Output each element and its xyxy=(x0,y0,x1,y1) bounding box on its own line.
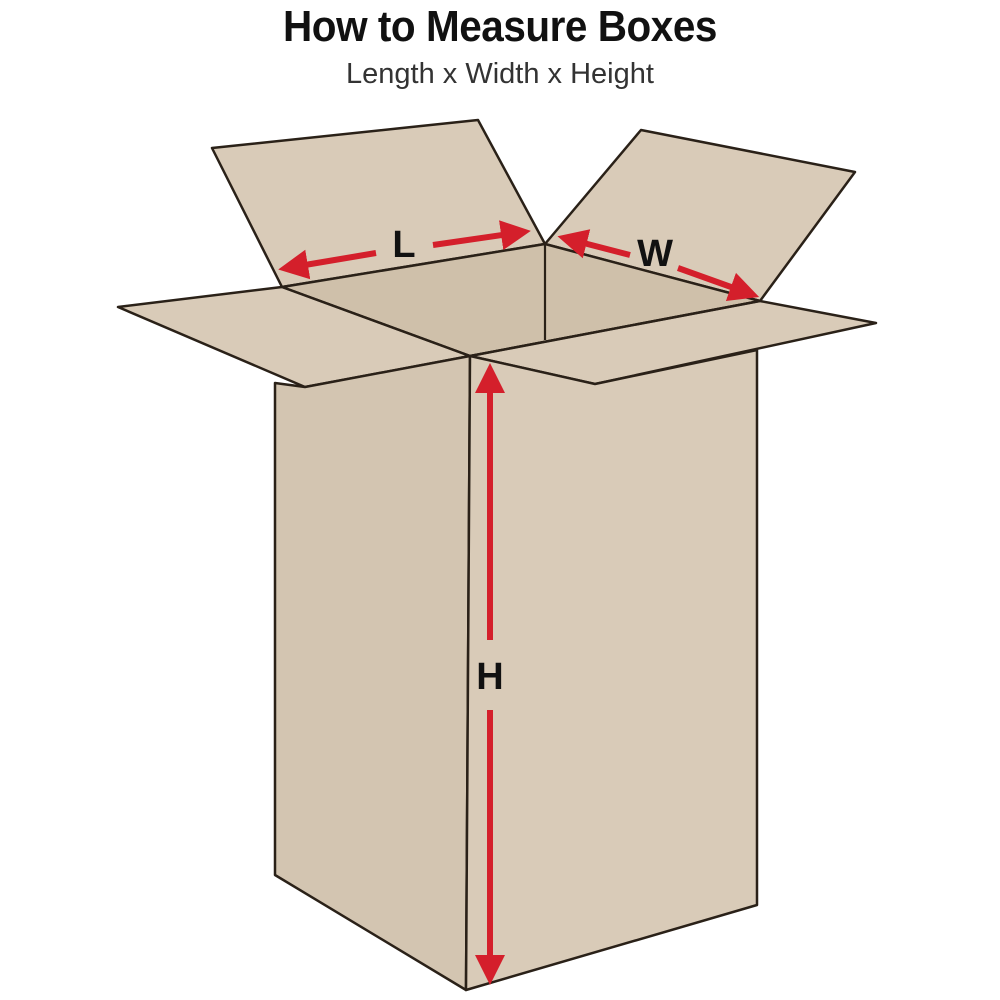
length-arrow-right xyxy=(432,220,531,250)
height-label: H xyxy=(476,656,503,698)
length-arrow-left xyxy=(278,249,377,280)
page-title: How to Measure Boxes xyxy=(283,2,717,51)
width-arrow-left xyxy=(557,229,631,259)
width-arrow-right xyxy=(676,265,760,302)
inner-right-fold-line xyxy=(469,299,761,358)
inner-left-fold-line xyxy=(281,285,471,358)
page-subtitle: Length x Width x Height xyxy=(346,58,654,90)
box-left-side xyxy=(273,354,472,992)
width-label: W xyxy=(637,233,673,275)
box-front-face xyxy=(464,348,759,992)
length-label: L xyxy=(392,224,415,266)
